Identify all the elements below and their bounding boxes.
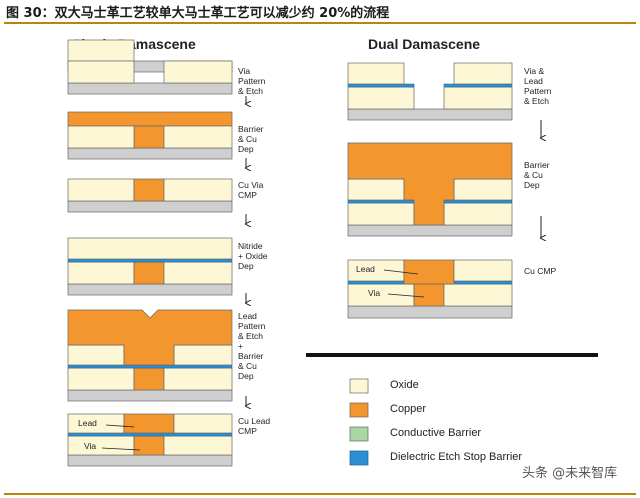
legend-label-dielectric-barrier: Dielectric Etch Stop Barrier xyxy=(390,451,523,463)
legend-label-conductive-barrier: Conductive Barrier xyxy=(390,427,482,439)
single-step-4-cross-section xyxy=(67,237,233,296)
bottom-rule xyxy=(4,493,636,495)
dual-step-2-label: Barrier & Cu Dep xyxy=(524,160,550,190)
single-step-5-label: Lead Pattern & Etch + Barrier & Cu Dep xyxy=(238,311,266,381)
dual-via-label: Via xyxy=(368,288,381,298)
single-lead-label: Lead xyxy=(78,418,97,428)
single-step-5-cross-section xyxy=(67,309,233,402)
legend-label-copper: Copper xyxy=(390,403,427,415)
legend-swatch-copper xyxy=(349,402,369,418)
legend-swatch-conductive-barrier xyxy=(349,426,369,442)
dual-step-3-cross-section xyxy=(347,259,513,319)
single-step-6-label: Cu Lead CMP xyxy=(238,416,271,436)
single-step-4-label: Nitride + Oxide Dep xyxy=(238,241,268,271)
single-step-2-cross-section xyxy=(67,111,233,160)
watermark: 头条 @未来智库 xyxy=(522,466,618,481)
legend-swatch-oxide xyxy=(349,378,369,394)
figure-title: 图 30：双大马士革工艺较单大马士革工艺可以减少约 20%的流程 xyxy=(6,6,390,21)
dual-lead-label: Lead xyxy=(356,264,375,274)
legend-divider xyxy=(306,353,598,357)
single-via-label: Via xyxy=(84,441,97,451)
single-step-3-label: Cu Via CMP xyxy=(238,180,264,200)
title-rule xyxy=(4,22,636,24)
dual-step-3-label: Cu CMP xyxy=(524,266,557,276)
dual-step-1-label: Via & Lead Pattern & Etch xyxy=(524,66,552,106)
dual-step-1-cross-section xyxy=(347,62,513,121)
dual-damascene-heading: Dual Damascene xyxy=(368,36,481,52)
dual-step-2-cross-section xyxy=(347,142,513,237)
single-step-2-label: Barrier & Cu Dep xyxy=(238,124,264,154)
single-step-6-cross-section xyxy=(67,413,233,467)
single-step-1-label: Via Pattern & Etch xyxy=(238,66,266,96)
single-step-3-cross-section xyxy=(67,178,233,213)
legend-label-oxide: Oxide xyxy=(390,379,419,391)
legend-swatch-dielectric-barrier xyxy=(349,450,369,466)
